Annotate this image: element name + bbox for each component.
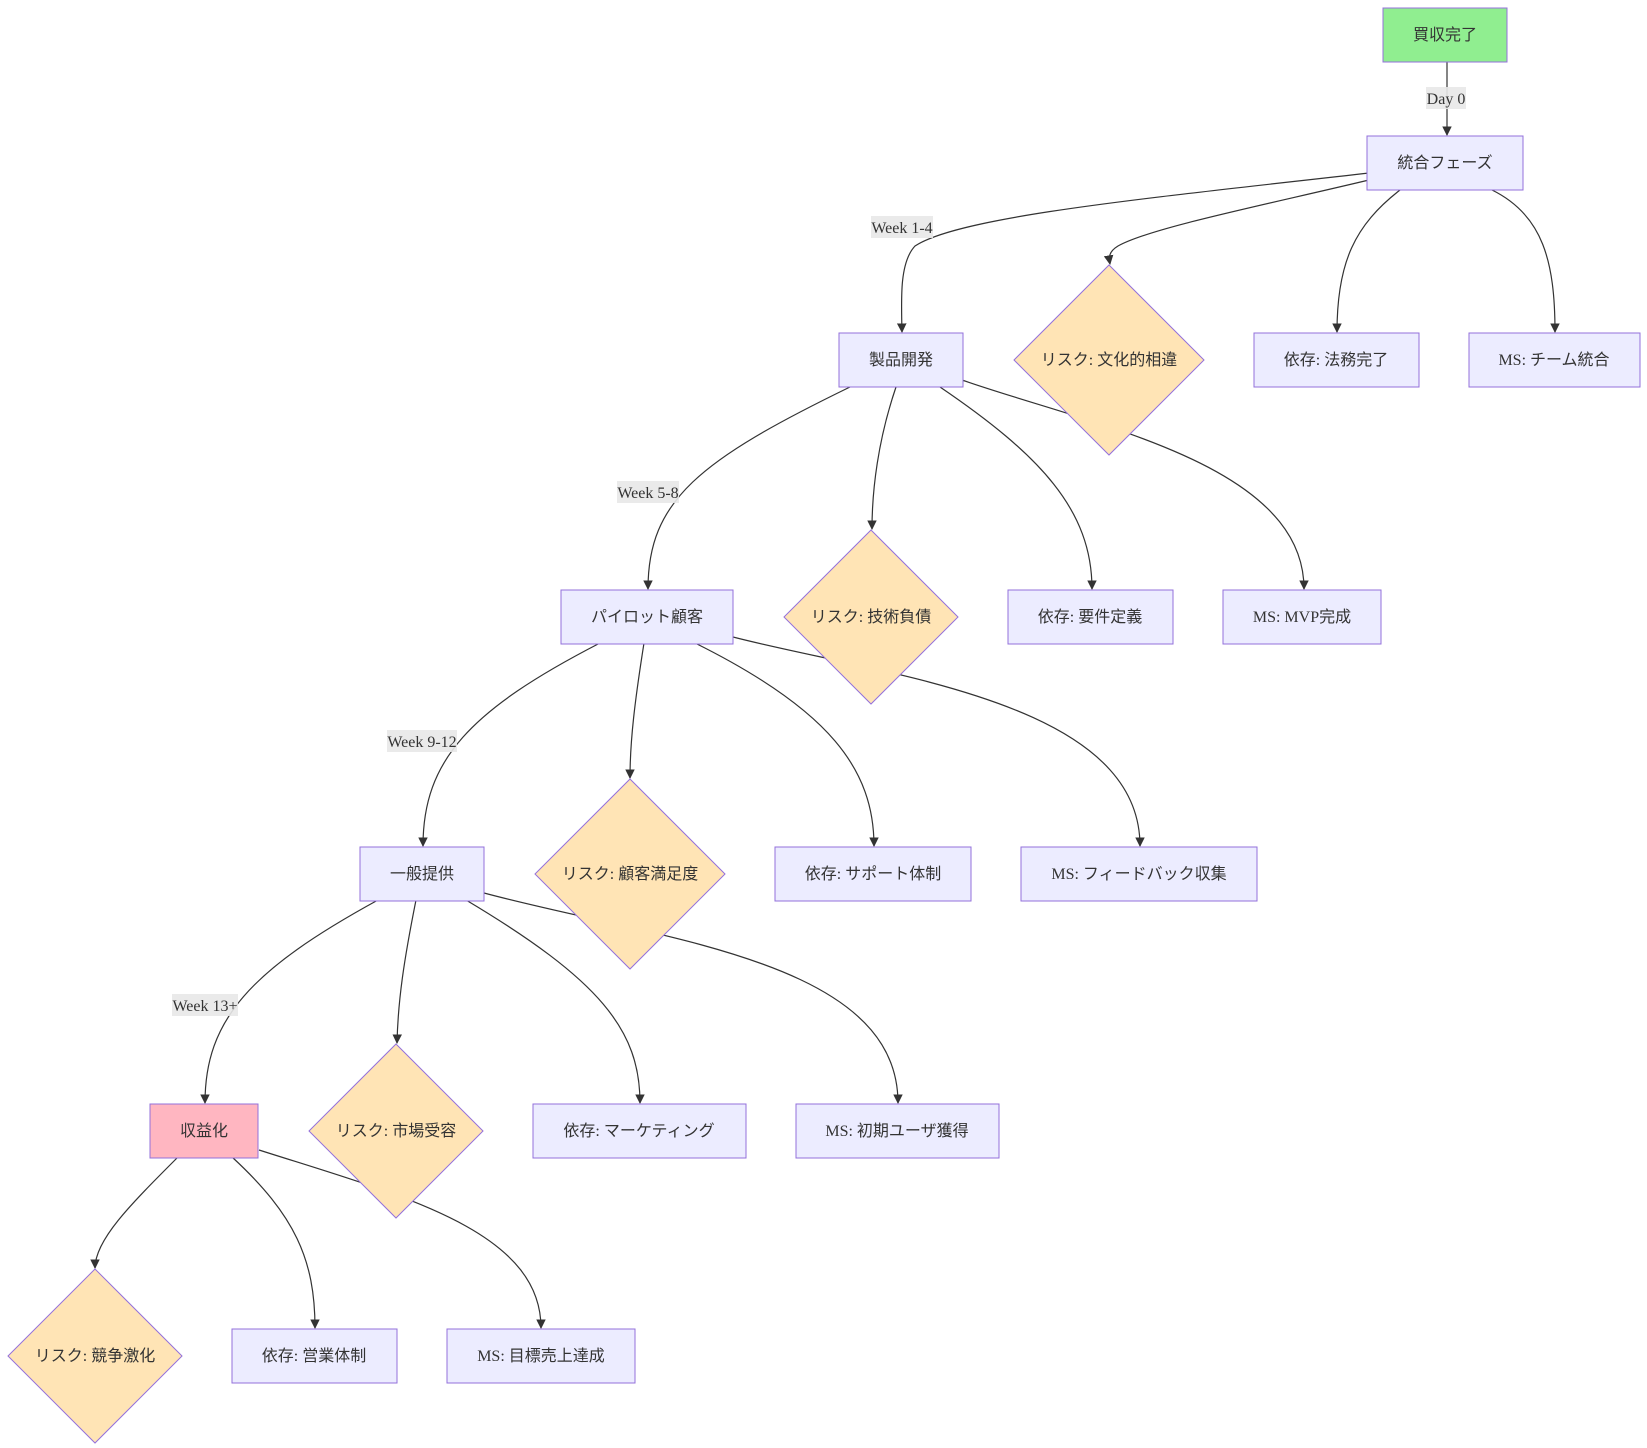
node-label: リスク: 技術負債 [811, 608, 931, 626]
edges [90, 62, 1560, 1329]
node-general-availability[interactable]: 一般提供 [359, 846, 485, 902]
node-dependency-support[interactable]: 依存: サポート体制 [774, 846, 972, 902]
edge-ga-rev [200, 899, 379, 1104]
node-label: リスク: 競争激化 [35, 1347, 155, 1365]
node-monetization[interactable]: 収益化 [149, 1103, 259, 1159]
edge-pilot-ms3 [732, 636, 1145, 847]
node-box [1382, 7, 1508, 63]
node-risk-market-acceptance[interactable]: リスク: 市場受容 [308, 1043, 484, 1219]
node-risk-tech-debt[interactable]: リスク: 技術負債 [783, 529, 959, 705]
edge-pilot-risk3 [625, 642, 645, 779]
svg-text:Week 1-4: Week 1-4 [871, 220, 932, 237]
node-ms-feedback[interactable]: MS: フィードバック収集 [1020, 846, 1258, 902]
node-diamond [783, 529, 959, 705]
node-diamond [534, 778, 726, 970]
node-risk-competition[interactable]: リスク: 競争激化 [7, 1268, 183, 1444]
edge-prod-risk2 [867, 386, 897, 530]
edge-prod-ms2 [961, 379, 1309, 590]
edge-ga-ms4 [483, 892, 903, 1104]
node-product-development[interactable]: 製品開発 [838, 332, 964, 388]
node-label: MS: フィードバック収集 [1051, 865, 1226, 883]
node-box [359, 846, 485, 902]
edge-label-week13: Week 13+ [172, 994, 238, 1016]
edge-integ-dep1 [1332, 189, 1401, 333]
node-box [1468, 332, 1641, 388]
node-ms-mvp[interactable]: MS: MVP完成 [1222, 589, 1382, 645]
node-box [446, 1328, 636, 1384]
node-ms-revenue-target[interactable]: MS: 目標売上達成 [446, 1328, 636, 1384]
edge-label-week1: Week 1-4 [871, 216, 933, 238]
node-risk-cultural-difference[interactable]: リスク: 文化的相違 [1013, 264, 1205, 456]
nodes: 買収完了 統合フェーズ 製品開発 リスク: 文化的相違 依存: 法務完了 MS:… [7, 7, 1641, 1444]
node-acquisition-complete[interactable]: 買収完了 [1382, 7, 1508, 63]
node-label: 依存: マーケティング [563, 1122, 714, 1140]
edge-pilot-dep3 [694, 642, 879, 847]
svg-text:Week 5-8: Week 5-8 [617, 485, 678, 502]
node-label: MS: MVP完成 [1253, 608, 1351, 626]
node-label: MS: チーム統合 [1498, 351, 1609, 369]
node-diamond [1013, 264, 1205, 456]
node-label: 収益化 [180, 1122, 228, 1140]
edge-label-day0: Day 0 [1426, 87, 1466, 109]
node-label: リスク: 顧客満足度 [562, 865, 698, 883]
edge-integ-prod [896, 172, 1370, 333]
node-box [1020, 846, 1258, 902]
node-label: 買収完了 [1413, 26, 1477, 44]
edge-rev-ms5 [258, 1149, 546, 1329]
edge-label-week5: Week 5-8 [617, 481, 679, 503]
node-dependency-requirements[interactable]: 依存: 要件定義 [1007, 589, 1174, 645]
edge-pilot-ga [418, 642, 601, 847]
edge-integ-ms1 [1491, 189, 1560, 333]
node-risk-customer-satisfaction[interactable]: リスク: 顧客満足度 [534, 778, 726, 970]
node-box [560, 589, 734, 645]
edge-label-week9: Week 9-12 [387, 730, 457, 752]
node-box [774, 846, 972, 902]
node-dependency-sales[interactable]: 依存: 営業体制 [231, 1328, 398, 1384]
svg-text:Day 0: Day 0 [1427, 91, 1466, 108]
node-box [795, 1103, 1000, 1159]
node-dependency-marketing[interactable]: 依存: マーケティング [532, 1103, 747, 1159]
edge-rev-risk5 [90, 1156, 179, 1269]
node-box [838, 332, 964, 388]
edge-prod-pilot [643, 386, 851, 590]
node-label: リスク: 文化的相違 [1041, 351, 1177, 369]
node-box [1007, 589, 1174, 645]
edge-labels: Day 0 Week 1-4 Week 5-8 Week 9-12 Week 1… [172, 87, 1466, 1016]
svg-text:Week 13+: Week 13+ [172, 998, 237, 1015]
node-label: 依存: 要件定義 [1038, 608, 1142, 626]
node-box [1366, 135, 1524, 191]
node-label: MS: 初期ユーザ獲得 [825, 1122, 968, 1140]
node-dependency-legal[interactable]: 依存: 法務完了 [1253, 332, 1420, 388]
node-label: 依存: 法務完了 [1284, 351, 1388, 369]
node-diamond [308, 1043, 484, 1219]
node-label: リスク: 市場受容 [336, 1122, 456, 1140]
node-ms-initial-users[interactable]: MS: 初期ユーザ獲得 [795, 1103, 1000, 1159]
edge-prod-dep2 [939, 386, 1097, 590]
edge-rev-dep5 [231, 1156, 320, 1329]
node-label: MS: 目標売上達成 [477, 1347, 605, 1365]
node-pilot-customer[interactable]: パイロット顧客 [560, 589, 734, 645]
node-label: 一般提供 [390, 865, 454, 883]
node-ms-team-integration[interactable]: MS: チーム統合 [1468, 332, 1641, 388]
node-label: パイロット顧客 [591, 608, 703, 626]
node-label: 依存: サポート体制 [805, 865, 941, 883]
edge-ga-dep4 [465, 899, 645, 1104]
node-label: 統合フェーズ [1397, 154, 1492, 172]
node-diamond [7, 1268, 183, 1444]
node-label: 依存: 営業体制 [262, 1347, 366, 1365]
node-box [1253, 332, 1420, 388]
node-box [231, 1328, 398, 1384]
edge-integ-risk1 [1103, 179, 1370, 265]
node-label: 製品開発 [869, 351, 933, 369]
node-box [149, 1103, 259, 1159]
svg-text:Week 9-12: Week 9-12 [387, 734, 456, 751]
node-box [1222, 589, 1382, 645]
edge-ga-risk4 [392, 899, 417, 1044]
node-integration-phase[interactable]: 統合フェーズ [1366, 135, 1524, 191]
node-box [532, 1103, 747, 1159]
